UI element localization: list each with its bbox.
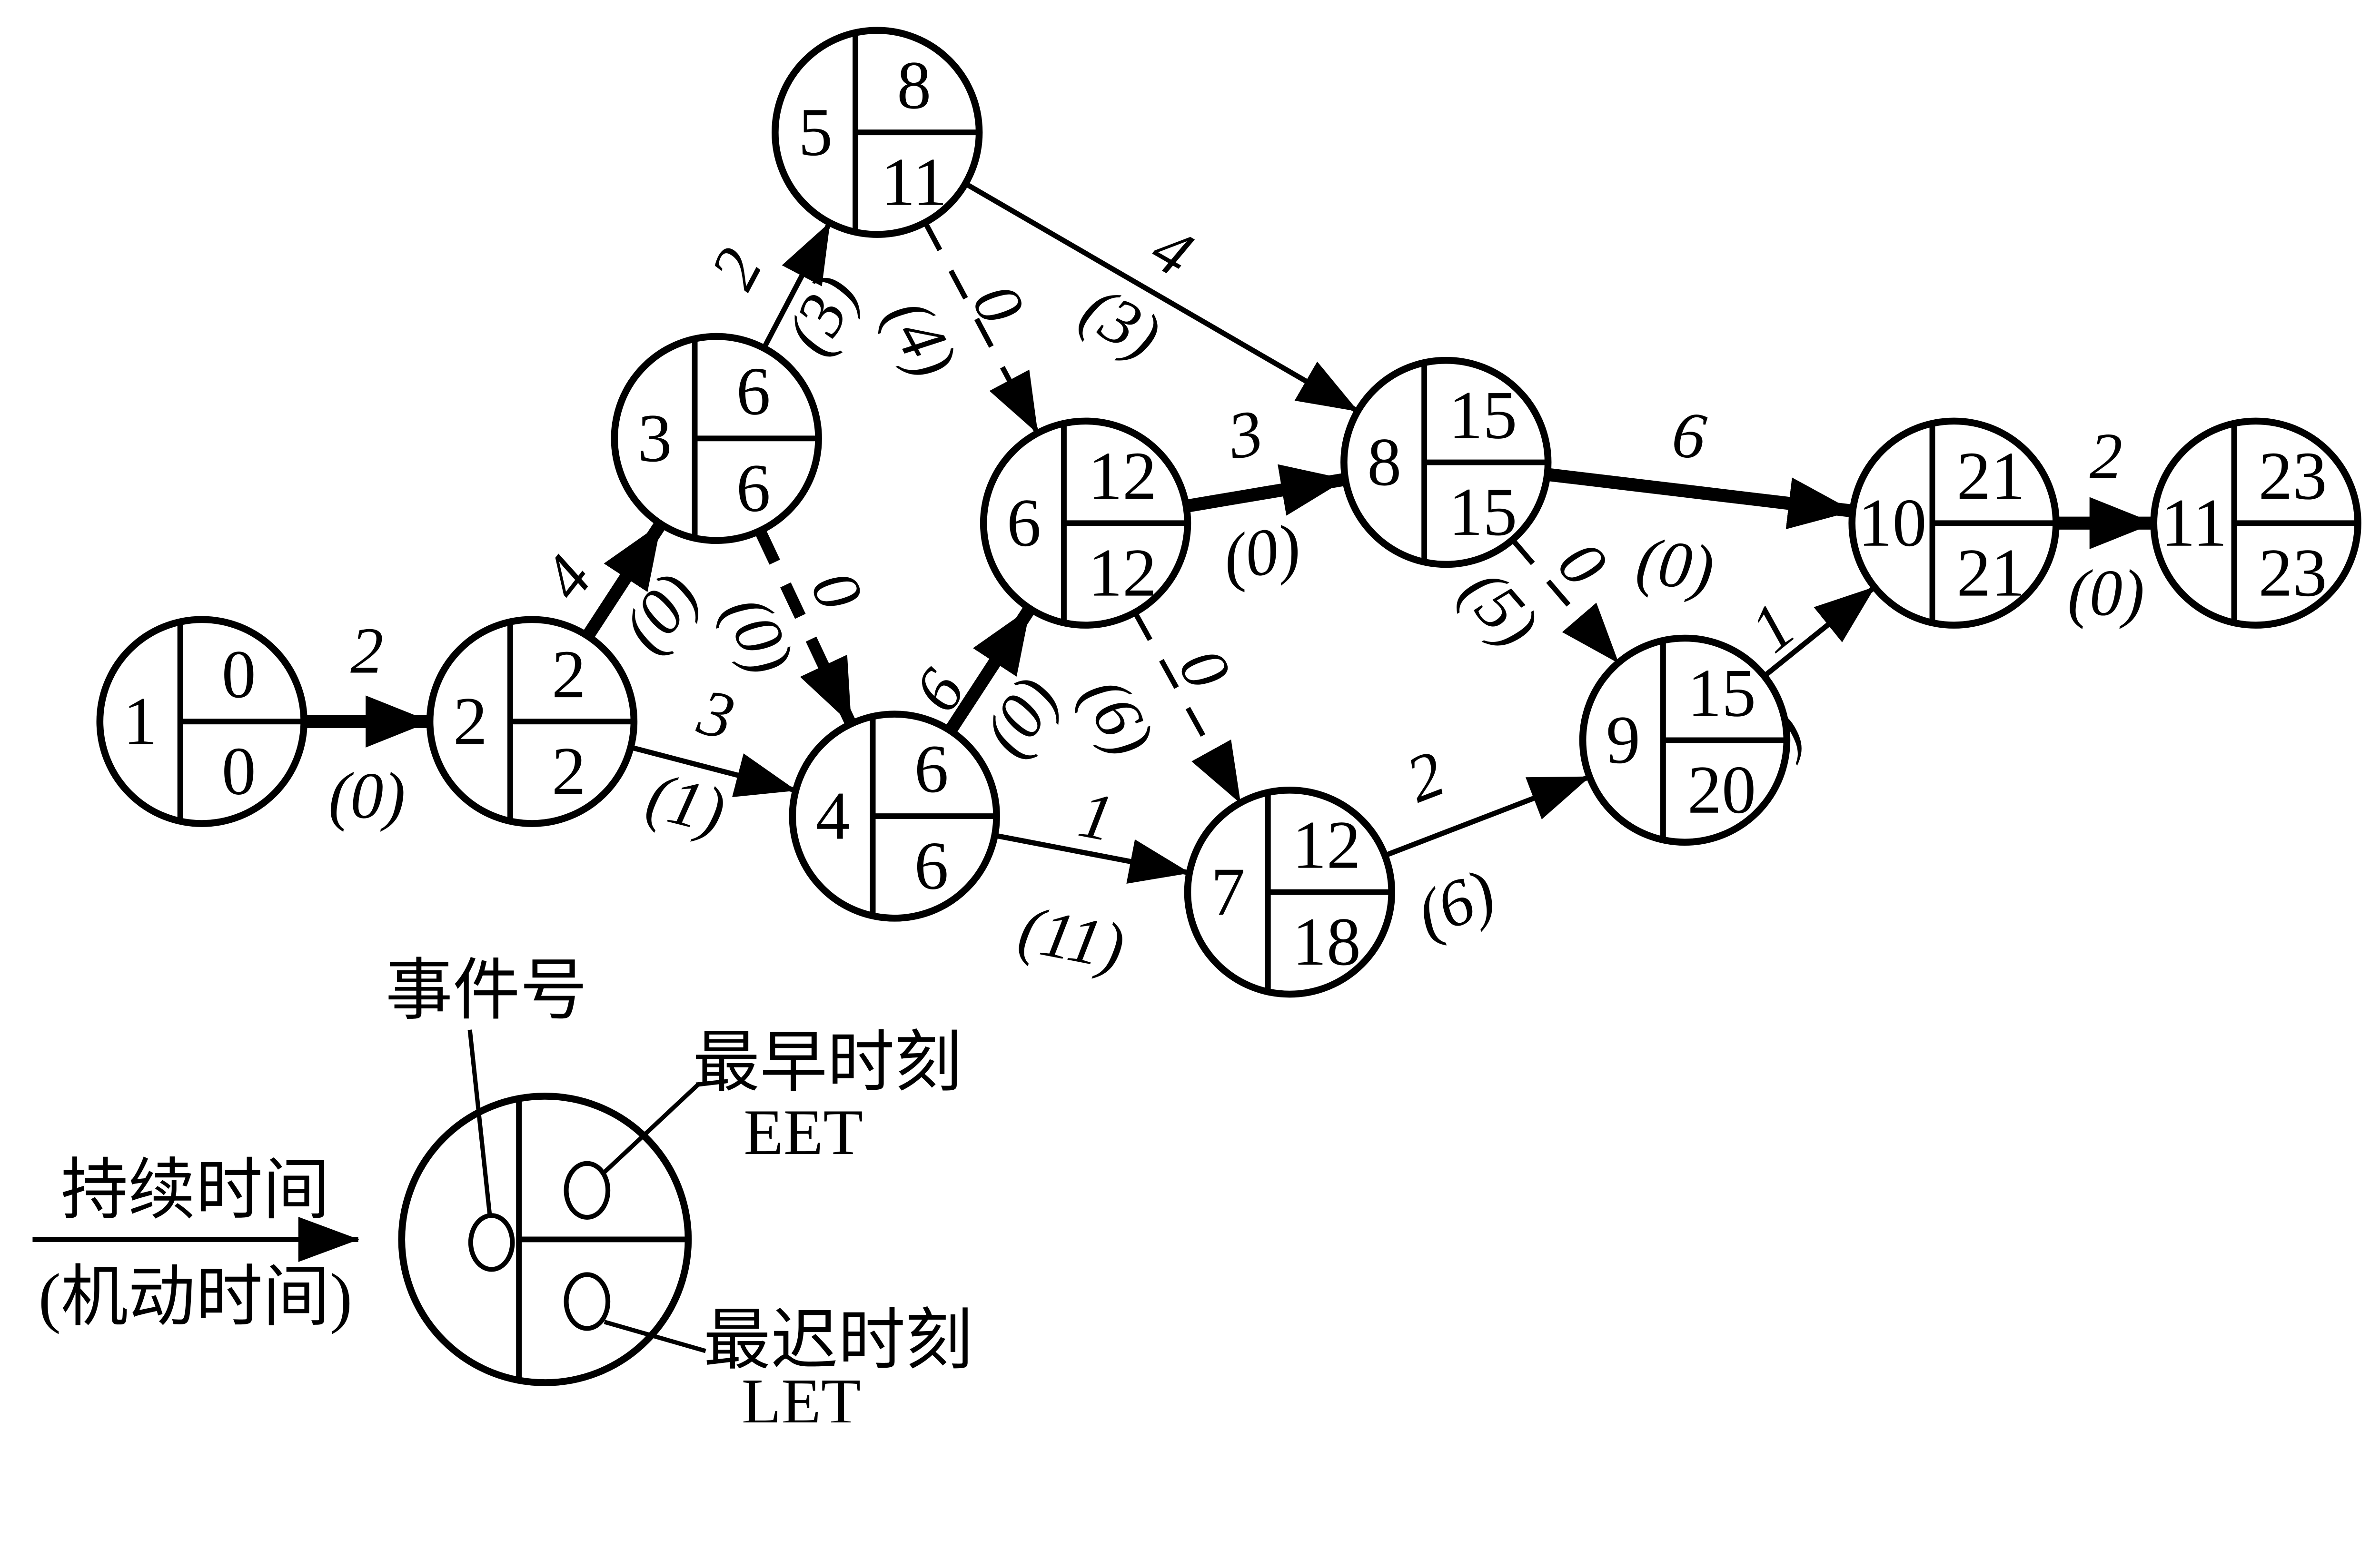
node-10-let-value: 21 xyxy=(1957,535,2025,611)
node-3-eet-value: 6 xyxy=(736,354,771,429)
edge-8-10-slack-label: (0) xyxy=(1633,523,1718,606)
legend-let-marker xyxy=(564,1272,611,1331)
edge-8-10-arrow xyxy=(1546,468,1854,530)
node-10: 10 21 21 xyxy=(1848,417,2060,629)
nodes-layer: 1002223664665811612127121881515915201021… xyxy=(96,27,2361,998)
edge-3-4-duration-label: 0 xyxy=(797,560,877,621)
edge-7-9-duration-label: 2 xyxy=(1397,736,1454,817)
node-8-let-value: 15 xyxy=(1448,474,1517,550)
edge-4-6-arrow xyxy=(944,605,1036,734)
node-1-event-number: 1 xyxy=(123,684,158,760)
node-3: 36 6 xyxy=(611,333,822,544)
node-6: 6 12 12 xyxy=(980,417,1191,629)
node-2-let-value: 2 xyxy=(552,734,586,809)
edge-6-7-duration-label: 0 xyxy=(1165,636,1245,701)
legend-event-pointer-line xyxy=(467,1029,492,1216)
edge-4-7-arrow xyxy=(994,833,1190,884)
node-1: 10 0 xyxy=(96,616,307,827)
edge-5-6-slack-label: (4) xyxy=(871,286,972,389)
node-4-event-number: 4 xyxy=(816,779,850,854)
edge-6-7-dummy-arrow xyxy=(1132,611,1243,804)
node-3-let-value: 6 xyxy=(736,451,771,526)
edge-8-9-slack-label: (5) xyxy=(1448,555,1553,661)
legend-eet-label: 最早时刻 xyxy=(693,1026,962,1100)
node-5: 58 11 xyxy=(772,27,983,238)
edge-1-2-slack-label: (0) xyxy=(328,759,406,832)
legend-event-label: 事件号 xyxy=(386,953,587,1028)
legend-duration-label: 持续时间 xyxy=(61,1153,330,1228)
node-3-event-number: 3 xyxy=(638,401,672,476)
edge-5-6-dummy-arrow xyxy=(922,221,1040,434)
edge-2-4-duration-label: 3 xyxy=(691,674,741,753)
edge-3-5-duration-label: 2 xyxy=(696,237,776,300)
edge-7-9-slack-label: (6) xyxy=(1407,855,1505,951)
node-6-eet-value: 12 xyxy=(1088,438,1157,514)
node-10-event-number: 10 xyxy=(1858,485,1926,561)
legend-let-pointer-line xyxy=(604,1320,706,1353)
node-2-eet-value: 2 xyxy=(552,637,586,712)
edge-5-8-slack-label: (3) xyxy=(1070,271,1173,373)
edge-10-11-duration-label: 2 xyxy=(2090,419,2122,493)
edge-4-7-slack-label: (11) xyxy=(1013,892,1130,984)
node-4-eet-value: 6 xyxy=(914,731,949,807)
node-8-event-number: 8 xyxy=(1367,424,1401,500)
node-7: 7 12 18 xyxy=(1184,786,1396,998)
node-2-event-number: 2 xyxy=(453,684,487,760)
legend-eet-abbr: EET xyxy=(744,1096,863,1168)
node-8-eet-value: 15 xyxy=(1448,378,1517,454)
node-1-let-value: 0 xyxy=(222,734,256,809)
node-6-let-value: 12 xyxy=(1088,535,1157,611)
node-7-event-number: 7 xyxy=(1211,854,1245,930)
edge-3-5-arrow xyxy=(761,221,832,350)
edge-9-10-duration-label: 1 xyxy=(1736,589,1808,666)
legend-slack-label: (机动时间) xyxy=(39,1260,353,1334)
node-5-eet-value: 8 xyxy=(897,48,931,123)
legend-let-label: 最迟时刻 xyxy=(704,1303,973,1378)
edge-4-7-duration-label: 1 xyxy=(1073,777,1120,855)
edge-2-4-slack-label: (1) xyxy=(640,758,732,848)
node-5-event-number: 5 xyxy=(798,95,833,170)
edge-7-9-arrow xyxy=(1384,774,1591,858)
node-10-eet-value: 21 xyxy=(1957,438,2025,514)
node-7-let-value: 18 xyxy=(1292,904,1361,980)
node-11-let-value: 23 xyxy=(2259,535,2327,611)
edge-6-8-slack-label: (0) xyxy=(1217,510,1306,595)
edge-2-3-arrow xyxy=(582,520,666,640)
edge-5-8-duration-label: 4 xyxy=(1140,211,1205,291)
node-4-let-value: 6 xyxy=(914,828,949,904)
node-4: 46 6 xyxy=(789,710,1000,922)
legend-eet-pointer-line xyxy=(603,1083,700,1174)
node-6-event-number: 6 xyxy=(1007,485,1041,561)
pert-network-diagram: 2(0)4(0)3(1)2(3)0(0)0(4)4(3)6(0)3(0)0(6)… xyxy=(32,27,2361,1422)
legend-event-marker xyxy=(468,1213,515,1272)
node-9-event-number: 9 xyxy=(1606,702,1640,778)
legend-eet-marker xyxy=(564,1161,611,1220)
node-9-let-value: 20 xyxy=(1687,752,1756,828)
edge-5-6-duration-label: 0 xyxy=(959,272,1039,336)
node-5-let-value: 11 xyxy=(881,145,947,220)
edge-6-7-slack-label: (6) xyxy=(1067,665,1169,768)
edge-2-3-duration-label: 4 xyxy=(527,542,605,613)
node-2: 222 xyxy=(426,616,638,827)
node-7-eet-value: 12 xyxy=(1292,808,1361,883)
edge-2-4-arrow xyxy=(630,745,797,797)
node-11-event-number: 11 xyxy=(2161,485,2227,561)
node-11: 11 23 23 xyxy=(2150,417,2361,629)
node-11-eet-value: 23 xyxy=(2259,438,2327,514)
edge-1-2-duration-label: 2 xyxy=(350,614,383,687)
edge-3-5-slack-label: (3) xyxy=(771,263,872,365)
node-9: 9 15 20 xyxy=(1579,634,1791,846)
edge-10-11-slack-label: (0) xyxy=(2068,556,2145,629)
edge-8-9-dummy-arrow xyxy=(1510,538,1620,665)
edge-6-8-duration-label: 3 xyxy=(1222,395,1268,473)
node-1-eet-value: 0 xyxy=(222,637,256,712)
node-8: 8 15 15 xyxy=(1340,356,1552,568)
node-9-eet-value: 15 xyxy=(1687,655,1756,731)
legend-let-abbr: LET xyxy=(742,1365,861,1422)
edge-8-10-duration-label: 6 xyxy=(1668,396,1710,473)
edge-9-10-arrow xyxy=(1762,585,1876,679)
edge-5-8-arrow xyxy=(964,181,1359,414)
edge-6-8-arrow xyxy=(1185,464,1347,516)
